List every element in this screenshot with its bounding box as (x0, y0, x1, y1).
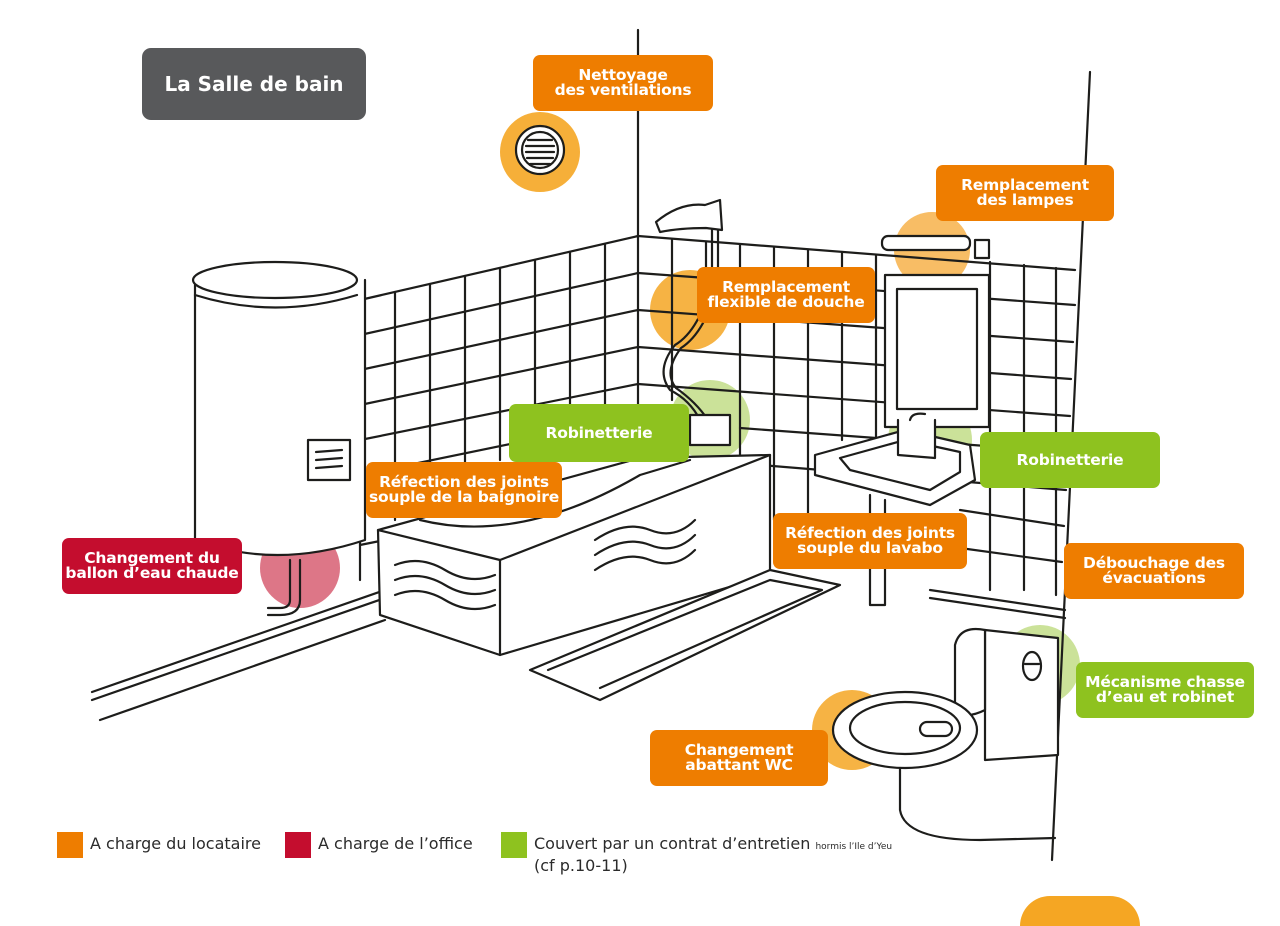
label-nettoyage-ventilations: Nettoyage des ventilations (533, 55, 713, 111)
label-robinetterie-lavabo: Robinetterie (980, 432, 1160, 488)
label-line: Changement (684, 741, 794, 759)
label-line: abattant WC (685, 756, 793, 774)
label-line: souple du lavabo (797, 539, 943, 557)
legend-contrat: Couvert par un contrat d’entretien hormi… (534, 834, 892, 853)
label-mecanisme-chasse: Mécanisme chasse d’eau et robinet (1076, 662, 1254, 718)
legend-swatch-contrat (501, 832, 527, 858)
page-title-text: La Salle de bain (164, 72, 344, 96)
legend-swatch-locataire (57, 832, 83, 858)
label-line: d’eau et robinet (1095, 688, 1235, 706)
legend-contrat-text: Couvert par un contrat d’entretien (534, 834, 811, 853)
label-line: ballon d’eau chaude (65, 564, 239, 582)
label-line: flexible de douche (707, 293, 865, 311)
label-joints-lavabo: Réfection des joints souple du lavabo (773, 513, 967, 569)
label-debouchage-evacuations: Débouchage des évacuations (1064, 543, 1244, 599)
label-line: Nettoyage (578, 66, 668, 84)
label-line: Robinetterie (1016, 450, 1124, 469)
legend-contrat-ref: (cf p.10-11) (534, 856, 628, 875)
label-line: souple de la baignoire (368, 488, 560, 506)
label-line: des ventilations (554, 81, 692, 99)
label-joints-baignoire: Réfection des joints souple de la baigno… (366, 462, 562, 518)
label-line: Remplacement (961, 176, 1089, 194)
page-title: La Salle de bain (142, 48, 366, 120)
label-remplacement-lampes: Remplacement des lampes (936, 165, 1114, 221)
label-line: Robinetterie (545, 423, 653, 442)
legend-contrat-note: hormis l’Ile d’Yeu (815, 842, 893, 852)
legend-swatch-office (285, 832, 311, 858)
label-line: des lampes (976, 191, 1074, 209)
label-robinetterie-baignoire: Robinetterie (509, 404, 689, 462)
label-line: Changement du (84, 549, 220, 567)
legend-locataire: A charge du locataire (90, 834, 261, 853)
label-line: Réfection des joints (785, 524, 955, 542)
label-remplacement-flexible: Remplacement flexible de douche (697, 267, 875, 323)
bathroom-illustration (90, 28, 1092, 862)
label-changement-abattant: Changement abattant WC (650, 730, 828, 786)
label-line: Remplacement (722, 278, 850, 296)
label-line: Débouchage des (1083, 554, 1225, 572)
label-line: évacuations (1102, 569, 1206, 587)
label-changement-ballon: Changement du ballon d’eau chaude (62, 538, 242, 594)
label-line: Mécanisme chasse (1085, 673, 1245, 691)
label-line: Réfection des joints (379, 473, 549, 491)
legend-office: A charge de l’office (318, 834, 473, 853)
decorative-arc (1020, 896, 1140, 926)
